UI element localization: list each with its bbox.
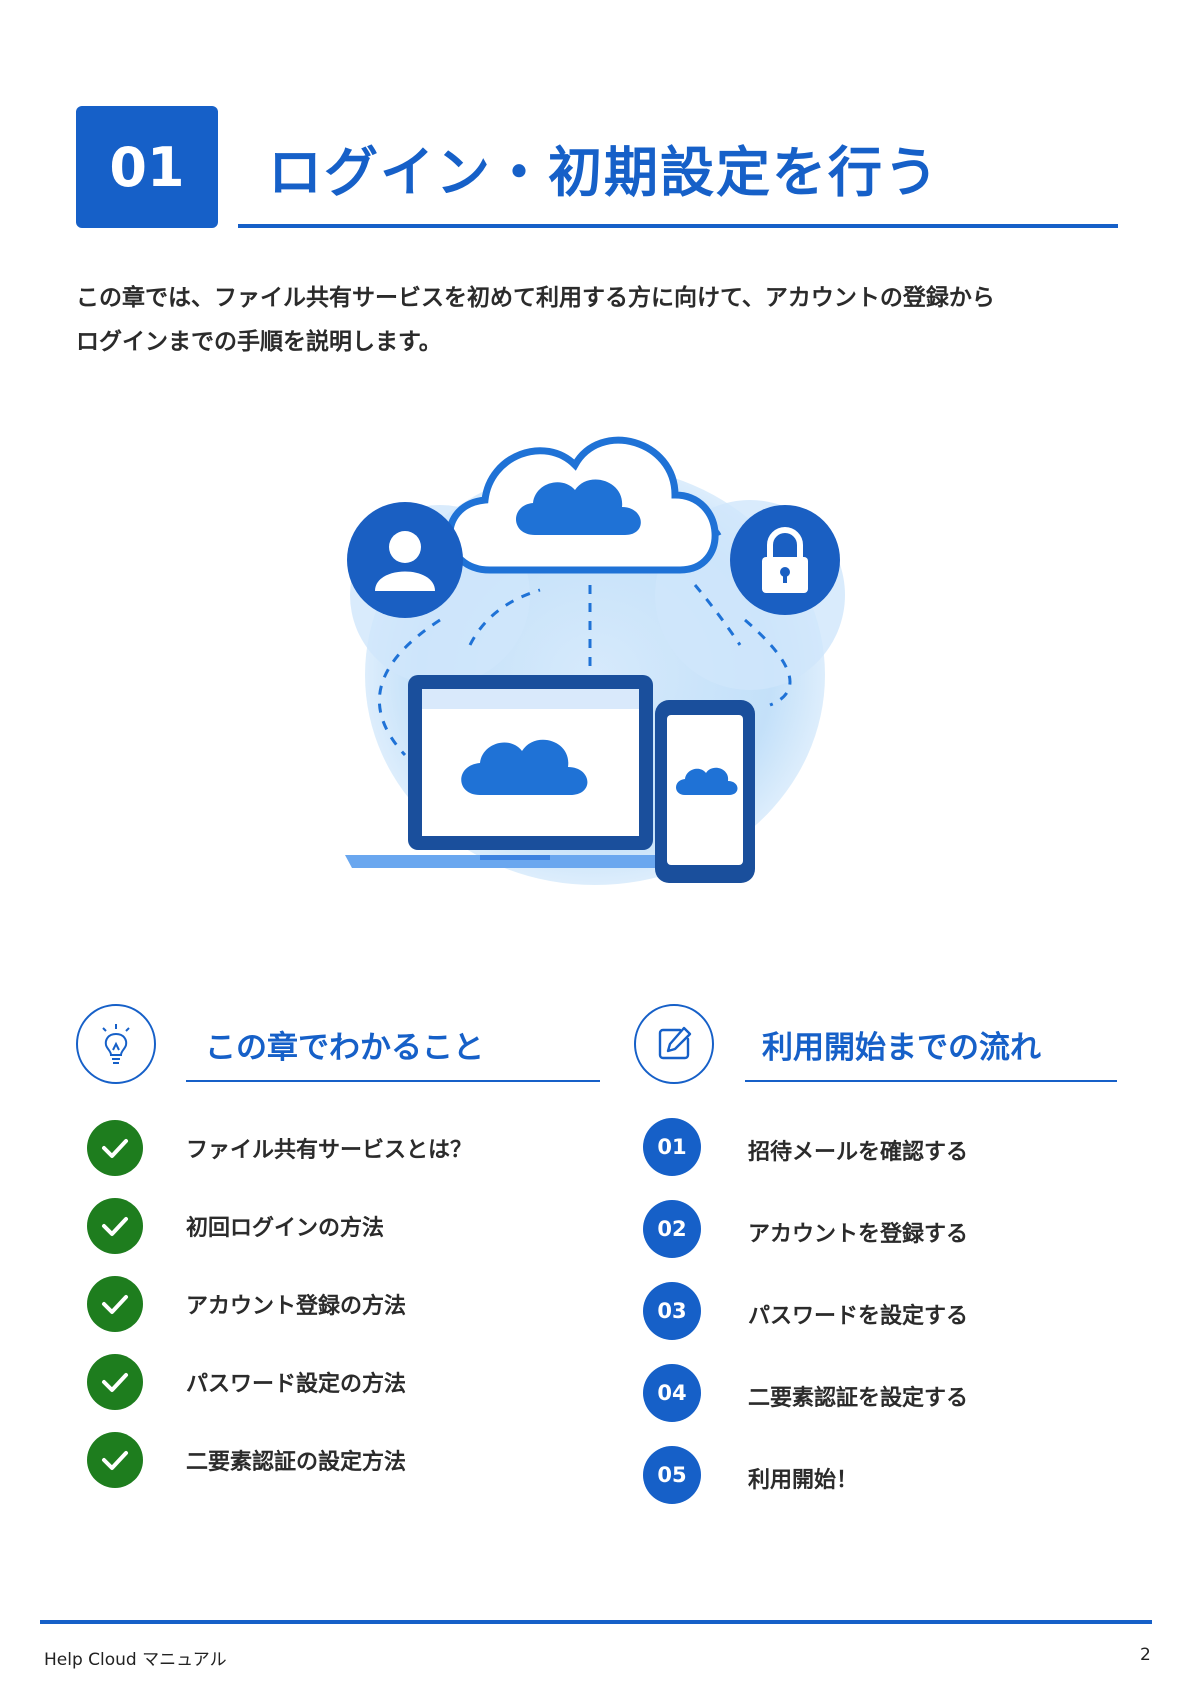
cloud-icon <box>446 436 719 574</box>
step-number: 05 <box>643 1446 701 1504</box>
flow-heading: 利用開始までの流れ <box>762 1030 1041 1066</box>
lock-icon <box>730 505 840 615</box>
lightbulb-icon <box>102 1024 130 1064</box>
learn-heading: この章でわかること <box>205 1030 484 1066</box>
edit-note-icon-circle <box>634 1004 714 1084</box>
step-label: パスワードを設定する <box>748 1304 969 1329</box>
cloud-devices-illustration <box>345 436 845 885</box>
checkmark-icon <box>87 1354 143 1410</box>
step-number: 01 <box>643 1118 701 1176</box>
learn-item: パスワード設定の方法 <box>186 1372 407 1397</box>
chapter-title: ログイン・初期設定を行う <box>268 141 940 204</box>
chapter-intro: この章では、ファイル共有サービスを初めて利用する方に向けて、アカウントの登録から… <box>76 276 1126 364</box>
learn-item: 初回ログインの方法 <box>186 1216 385 1241</box>
learn-item: アカウント登録の方法 <box>186 1294 407 1319</box>
laptop-icon <box>345 675 675 868</box>
checkmark-icon <box>87 1432 143 1488</box>
learn-heading-rule <box>186 1080 600 1082</box>
lightbulb-icon-circle <box>76 1004 156 1084</box>
step-number: 03 <box>643 1282 701 1340</box>
user-icon <box>347 502 463 618</box>
checkmark-icon <box>87 1198 143 1254</box>
page-number: 2 <box>1140 1645 1151 1665</box>
chapter-number-badge: 01 <box>76 106 218 228</box>
step-number: 04 <box>643 1364 701 1422</box>
footer-manual-title: Help Cloud マニュアル <box>44 1650 227 1670</box>
learn-item: 二要素認証の設定方法 <box>186 1450 407 1475</box>
step-label: 招待メールを確認する <box>748 1140 969 1165</box>
footer-rule <box>40 1620 1152 1624</box>
checkmark-icon <box>87 1120 143 1176</box>
step-label: アカウントを登録する <box>748 1222 969 1247</box>
edit-note-icon <box>658 1026 692 1060</box>
flow-heading-rule <box>745 1080 1117 1082</box>
step-number: 02 <box>643 1200 701 1258</box>
checkmark-icon <box>87 1276 143 1332</box>
step-label: 利用開始！ <box>748 1468 859 1493</box>
intro-line-1: この章では、ファイル共有サービスを初めて利用する方に向けて、アカウントの登録から <box>76 285 995 311</box>
learn-item: ファイル共有サービスとは？ <box>186 1138 473 1163</box>
smartphone-icon <box>655 700 755 883</box>
title-underline <box>238 224 1118 228</box>
intro-line-2: ログインまでの手順を説明します。 <box>76 329 442 355</box>
step-label: 二要素認証を設定する <box>748 1386 969 1411</box>
